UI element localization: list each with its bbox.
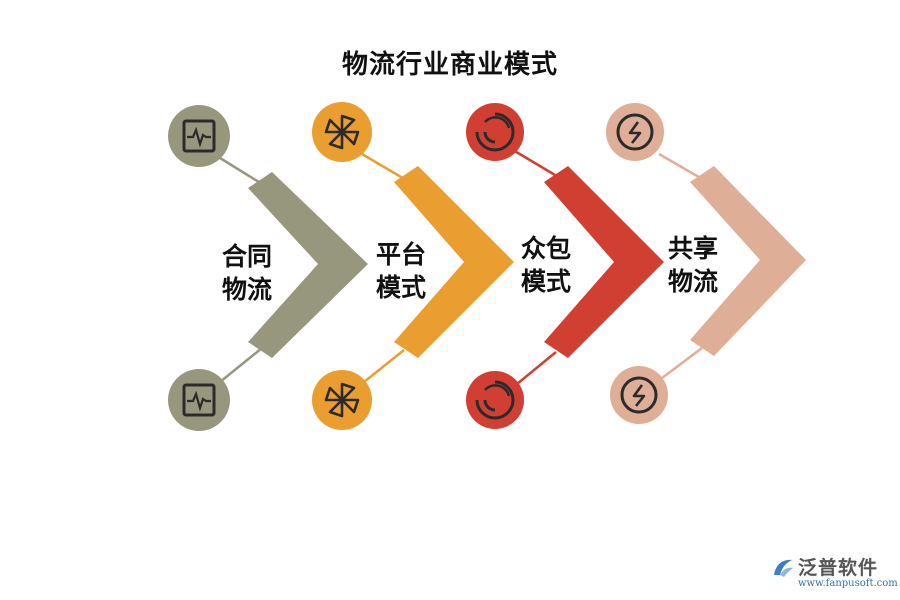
chevron-arrow <box>690 166 806 356</box>
chevron-arrow <box>394 166 514 358</box>
step-shared-logistics <box>606 103 806 424</box>
step-platform-model <box>312 102 514 430</box>
monitor-pulse-icon <box>168 369 230 431</box>
step-contract-logistics <box>168 105 368 431</box>
logo-url: www.fanpusoft.com <box>798 578 898 589</box>
pinwheel-icon <box>312 370 372 430</box>
monitor-pulse-icon <box>168 105 230 167</box>
chevron-arrow <box>544 166 664 358</box>
pinwheel-icon <box>312 102 372 162</box>
step-label-platform-model: 平台 模式 <box>376 240 427 302</box>
step-label-crowdsourcing-model: 众包 模式 <box>521 234 572 296</box>
circular-arrows-icon <box>466 103 524 161</box>
chevron-arrow <box>248 172 368 358</box>
circular-arrows-icon <box>466 371 524 429</box>
diagram-title: 物流行业商业模式 <box>341 50 558 80</box>
logo-name: 泛普软件 <box>798 557 879 579</box>
lightning-circle-icon <box>610 366 668 424</box>
fanpu-logo-icon <box>774 559 793 577</box>
step-label-shared-logistics: 共享 物流 <box>668 234 719 296</box>
fanpu-logo: 泛普软件 www.fanpusoft.com <box>770 553 898 593</box>
lightning-circle-icon <box>606 103 664 161</box>
step-label-contract-logistics: 合同 物流 <box>222 242 273 304</box>
step-crowdsourcing-model <box>466 103 664 429</box>
